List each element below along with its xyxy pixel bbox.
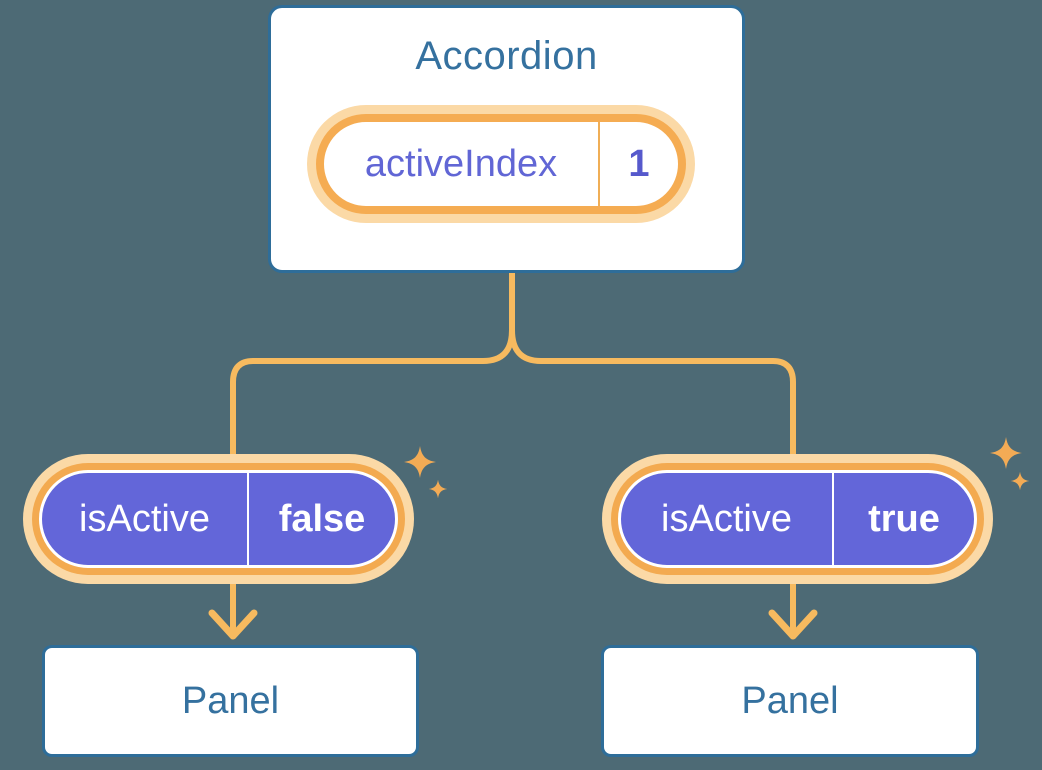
panel-card-right: Panel: [601, 645, 979, 757]
panel-label: Panel: [741, 679, 839, 722]
pill-divider: [598, 122, 600, 206]
arrow-head-right: [768, 609, 818, 640]
sparkle-icon: [428, 479, 448, 499]
state-pill: activeIndex 1: [316, 114, 686, 214]
tree-connector: [230, 269, 796, 473]
prop-name: isActive: [661, 497, 792, 540]
prop-name: isActive: [79, 497, 210, 540]
component-title: Accordion: [415, 34, 598, 78]
prop-pill-right: isActive true: [618, 470, 977, 568]
sparkle-icon: [404, 446, 436, 478]
panel-label: Panel: [181, 679, 280, 722]
prop-pill-left: isActive false: [39, 470, 398, 568]
arrow-head-left: [208, 609, 258, 640]
prop-value: true: [868, 497, 940, 540]
prop-value: false: [278, 497, 366, 540]
state-value: 1: [628, 142, 650, 185]
sparkle-icon: [990, 437, 1022, 469]
pill-divider: [247, 473, 249, 565]
pill-divider: [832, 473, 834, 565]
state-name: activeIndex: [364, 142, 558, 185]
sparkle-icon: [1010, 471, 1030, 491]
connector-branch-right: [509, 327, 796, 473]
connector-branch-left: [230, 327, 515, 473]
panel-card-left: Panel: [42, 645, 419, 757]
prop-arrows: [208, 569, 818, 640]
